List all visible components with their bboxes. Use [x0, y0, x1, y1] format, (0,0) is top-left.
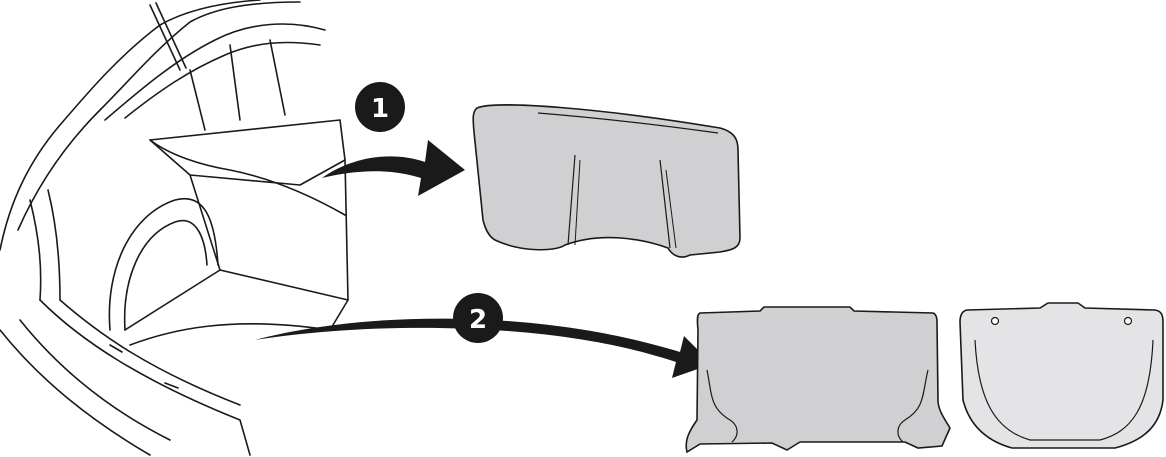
mount-hole-left [990, 316, 1000, 326]
arrow-2 [255, 318, 712, 378]
car-rear-illustration [0, 0, 349, 456]
step-number-1: 1 [371, 94, 389, 124]
mount-hole-right [1123, 316, 1133, 326]
step-badge-2: 2 [453, 293, 503, 343]
step-badge-1: 1 [355, 82, 405, 132]
spare-wheel-cover [959, 302, 1164, 449]
parcel-shelf-panel [472, 104, 741, 258]
step-number-2: 2 [469, 305, 487, 335]
floor-panel [685, 306, 951, 454]
arrow-1 [322, 140, 465, 196]
